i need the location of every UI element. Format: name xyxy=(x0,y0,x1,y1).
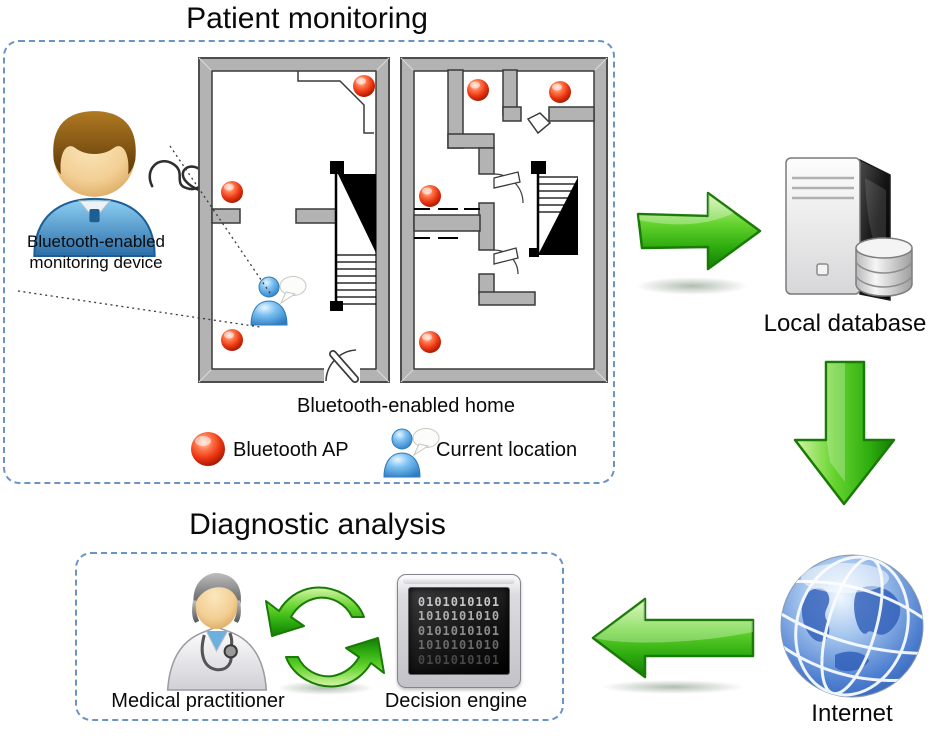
patient-monitoring-box xyxy=(3,40,615,484)
arrow-right-icon xyxy=(636,191,762,295)
bluetooth-ap-marker xyxy=(419,79,571,353)
sync-arrows-icon xyxy=(265,586,385,695)
legend-location-label: Current location xyxy=(436,439,578,461)
legend-ap-icon xyxy=(191,432,225,466)
engine-binary-screen: 0101010101 1010101010 0101010101 1010101… xyxy=(408,587,510,675)
device-label-line2: monitoring device xyxy=(29,253,163,272)
floor-plan-right xyxy=(400,57,608,383)
binary-row: 0101010101 xyxy=(417,594,501,609)
local-database-label: Local database xyxy=(763,310,927,337)
device-label-line1: Bluetooth-enabled xyxy=(26,232,165,251)
internet-label: Internet xyxy=(811,700,893,727)
internet-globe-icon xyxy=(780,554,924,698)
engine-top-bar xyxy=(403,577,515,584)
diagnostic-analysis-title: Diagnostic analysis xyxy=(189,508,446,541)
floor-plan-left xyxy=(198,57,390,383)
diagnostic-analysis-box xyxy=(75,552,564,721)
binary-row: 0101010101 xyxy=(417,652,501,667)
legend-location-icon xyxy=(383,428,440,478)
decision-engine-label: Decision engine xyxy=(384,690,528,712)
arrow-down-icon xyxy=(793,360,896,506)
decision-engine-icon: 0101010101 1010101010 0101010101 1010101… xyxy=(397,574,521,688)
arrow-left-icon xyxy=(591,597,755,694)
patient-monitoring-title: Patient monitoring xyxy=(186,2,428,35)
local-database-icon xyxy=(785,157,913,301)
medical-practitioner-icon xyxy=(166,572,268,691)
device-label: Bluetooth-enabled monitoring device xyxy=(6,231,186,273)
medical-practitioner-label: Medical practitioner xyxy=(111,690,285,712)
binary-row: 1010101010 xyxy=(417,609,501,624)
binary-row: 0101010101 xyxy=(417,623,501,638)
binary-row: 1010101010 xyxy=(417,638,501,653)
home-label: Bluetooth-enabled home xyxy=(297,395,515,417)
legend-ap-label: Bluetooth AP xyxy=(233,439,349,461)
